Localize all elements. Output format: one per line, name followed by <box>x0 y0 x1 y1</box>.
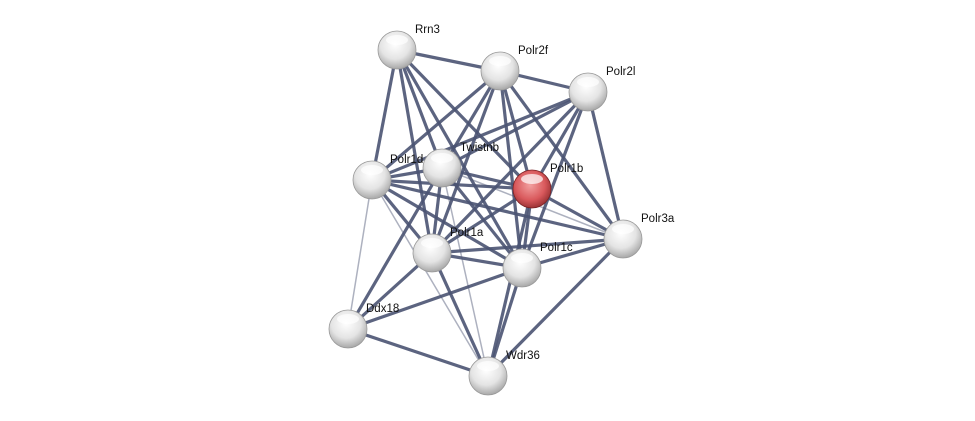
edge-polr1d-ddx18[interactable] <box>347 179 373 330</box>
edge-polr1b-polr1a[interactable] <box>431 187 533 255</box>
edge-twistnb-wdr36[interactable] <box>441 167 489 377</box>
node-highlight <box>431 153 453 163</box>
node-highlight <box>521 174 543 184</box>
node-label: Polr2l <box>606 66 635 78</box>
node-highlight <box>489 56 511 66</box>
node-polr1b[interactable]: Polr1b <box>512 163 583 209</box>
node-rrn3[interactable]: Rrn3 <box>377 24 440 70</box>
node-label: Wdr36 <box>506 350 540 362</box>
edge-polr2l-polr1a[interactable] <box>430 90 590 255</box>
node-label: Polr1b <box>550 163 583 175</box>
node-label: Polr1d <box>390 154 423 166</box>
edge-polr1a-polr3a[interactable] <box>431 237 624 255</box>
node-polr2l[interactable]: Polr2l <box>568 66 635 112</box>
edge-polr1d-polr1c[interactable] <box>371 178 523 270</box>
edge-twistnb-polr1c[interactable] <box>440 167 524 269</box>
node-highlight <box>577 77 599 87</box>
node-highlight <box>477 361 499 371</box>
nodes-layer: Rrn3Polr2fPolr2lTwistnbPolr1dPolr1bPolr3… <box>328 24 675 396</box>
node-highlight <box>361 165 383 175</box>
node-polr1c[interactable]: Polr1c <box>502 242 573 288</box>
node-label: Twistnb <box>460 142 499 154</box>
node-highlight <box>386 35 408 45</box>
edge-polr2l-polr3a[interactable] <box>586 91 625 240</box>
edge-polr1d-wdr36[interactable] <box>371 179 489 377</box>
node-ddx18[interactable]: Ddx18 <box>328 303 399 349</box>
edge-polr1a-wdr36[interactable] <box>430 252 490 377</box>
node-twistnb[interactable]: Twistnb <box>422 142 499 188</box>
node-label: Polr1a <box>450 227 484 239</box>
edge-polr2l-polr1d[interactable] <box>371 90 589 182</box>
node-polr2f[interactable]: Polr2f <box>480 45 549 91</box>
node-label: Rrn3 <box>415 24 440 36</box>
node-wdr36[interactable]: Wdr36 <box>468 350 540 396</box>
edge-polr2f-polr1d[interactable] <box>370 69 502 182</box>
node-label: Polr3a <box>641 213 675 225</box>
edge-rrn3-polr1a[interactable] <box>395 49 434 254</box>
node-label: Ddx18 <box>366 303 399 315</box>
edge-polr3a-wdr36[interactable] <box>486 237 625 378</box>
node-highlight <box>511 253 533 263</box>
node-polr3a[interactable]: Polr3a <box>603 213 675 259</box>
edge-ddx18-wdr36[interactable] <box>347 327 489 378</box>
node-polr1a[interactable]: Polr1a <box>412 227 484 273</box>
node-highlight <box>421 238 443 248</box>
edge-rrn3-twistnb[interactable] <box>395 49 444 169</box>
edge-polr2l-twistnb[interactable] <box>441 90 589 170</box>
edge-rrn3-polr1d[interactable] <box>370 49 399 181</box>
node-highlight <box>337 314 359 324</box>
node-polr1d[interactable]: Polr1d <box>352 154 423 200</box>
node-highlight <box>612 224 634 234</box>
node-label: Polr1c <box>540 242 573 254</box>
edge-polr2l-polr1c[interactable] <box>520 91 590 269</box>
edge-polr1c-ddx18[interactable] <box>347 266 523 331</box>
edge-twistnb-ddx18[interactable] <box>346 167 444 330</box>
node-label: Polr2f <box>518 45 549 57</box>
edge-polr2f-polr3a[interactable] <box>498 70 625 240</box>
